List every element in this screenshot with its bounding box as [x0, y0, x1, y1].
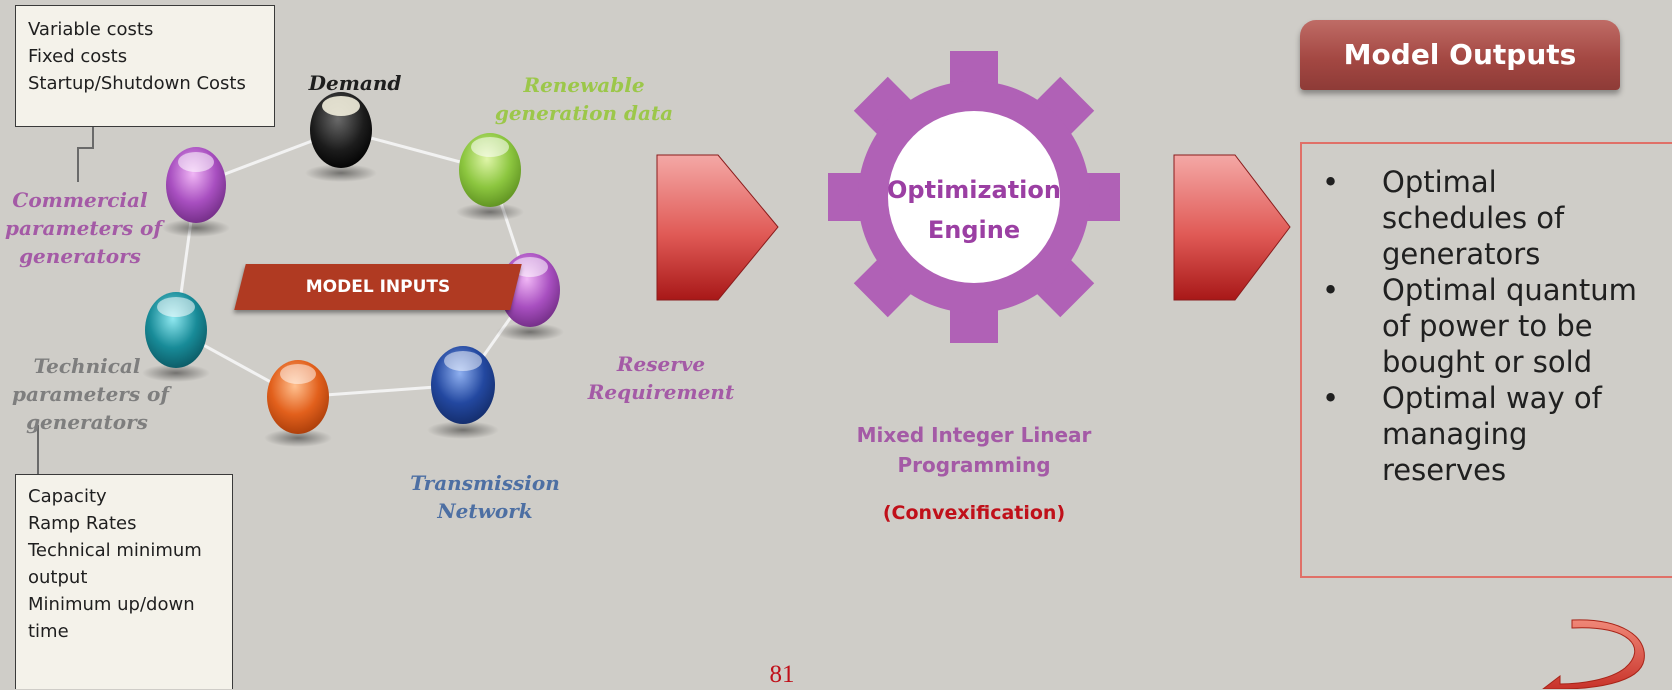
- demand-label-line: Demand: [308, 71, 402, 95]
- technical-label-line: Technical: [33, 354, 141, 378]
- bullet: •: [1322, 381, 1340, 415]
- output-item-line: managing: [1382, 417, 1528, 451]
- output-item-line: of power to be: [1382, 309, 1593, 343]
- output-item: • Optimal schedules of generators: [1302, 164, 1672, 272]
- renewable-label: Renewable generation data: [484, 71, 684, 127]
- technical-line: time: [28, 621, 69, 642]
- orange-node: [267, 360, 329, 434]
- technical-parameters-box: Capacity Ramp Rates Technical minimum ou…: [15, 474, 233, 689]
- gear-icon: [828, 51, 1120, 343]
- technical-line: Capacity: [28, 486, 107, 507]
- cost-box-connector: [77, 127, 94, 182]
- output-item-line: Optimal quantum: [1382, 273, 1637, 307]
- output-item-line: schedules of: [1382, 201, 1565, 235]
- bullet: •: [1322, 165, 1340, 199]
- output-item: • Optimal way of managing reserves: [1302, 380, 1672, 488]
- cost-parameters-box: Variable costs Fixed costs Startup/Shutd…: [15, 5, 275, 127]
- technical-line: output: [28, 567, 88, 588]
- model-outputs-list: • Optimal schedules of generators • Opti…: [1300, 142, 1672, 578]
- commercial-node: [166, 147, 226, 223]
- output-item: • Optimal quantum of power to be bought …: [1302, 272, 1672, 380]
- engine-title: Optimization Engine: [874, 170, 1074, 250]
- model-outputs-header: Model Outputs: [1300, 20, 1620, 90]
- renewable-node: [459, 133, 521, 207]
- input-arrow: [656, 154, 779, 301]
- node-shadows: [142, 164, 564, 447]
- bullet: •: [1322, 273, 1340, 307]
- technical-line: Minimum up/down: [28, 594, 195, 615]
- output-item-line: reserves: [1382, 453, 1507, 487]
- output-item-line: bought or sold: [1382, 345, 1593, 379]
- reserve-label-line: Reserve: [616, 352, 706, 376]
- milp-label-line: Mixed Integer Linear: [856, 423, 1092, 447]
- technical-label-line: generators: [26, 410, 148, 434]
- engine-title-line: Engine: [927, 216, 1021, 244]
- transmission-label: Transmission Network: [410, 469, 560, 525]
- output-item-line: generators: [1382, 237, 1541, 271]
- transmission-node: [431, 346, 495, 424]
- technical-line: Ramp Rates: [28, 513, 137, 534]
- demand-node: [310, 92, 372, 168]
- cost-line: Startup/Shutdown Costs: [28, 73, 246, 94]
- milp-label-line: Programming: [897, 453, 1051, 477]
- technical-label: Technical parameters of generators: [12, 352, 169, 436]
- reserve-label: Reserve Requirement: [586, 350, 736, 406]
- output-item-line: Optimal: [1382, 165, 1497, 199]
- transmission-label-line: Transmission: [410, 471, 560, 495]
- cost-line: Fixed costs: [28, 46, 128, 67]
- renewable-label-line: generation data: [494, 101, 674, 125]
- commercial-label: Commercial parameters of generators: [5, 186, 162, 270]
- return-arrow-icon: [1542, 619, 1645, 689]
- commercial-label-line: Commercial: [12, 188, 148, 212]
- milp-label: Mixed Integer Linear Programming: [844, 420, 1104, 480]
- demand-label: Demand: [300, 69, 410, 97]
- cost-line: Variable costs: [28, 19, 154, 40]
- commercial-label-line: parameters of: [5, 216, 162, 240]
- renewable-label-line: Renewable: [523, 73, 645, 97]
- teal-node: [145, 292, 207, 368]
- transmission-label-line: Network: [437, 499, 533, 523]
- output-arrow: [1173, 154, 1291, 301]
- reserve-label-line: Requirement: [587, 380, 735, 404]
- commercial-label-line: generators: [19, 244, 141, 268]
- technical-line: Technical minimum: [28, 540, 202, 561]
- technical-label-line: parameters of: [12, 382, 169, 406]
- output-item-line: Optimal way of: [1382, 381, 1602, 415]
- engine-title-line: Optimization: [887, 176, 1061, 204]
- convexification-label: (Convexification): [882, 502, 1066, 524]
- model-inputs-label: MODEL INPUTS: [305, 277, 451, 297]
- page-number: 81: [769, 661, 795, 688]
